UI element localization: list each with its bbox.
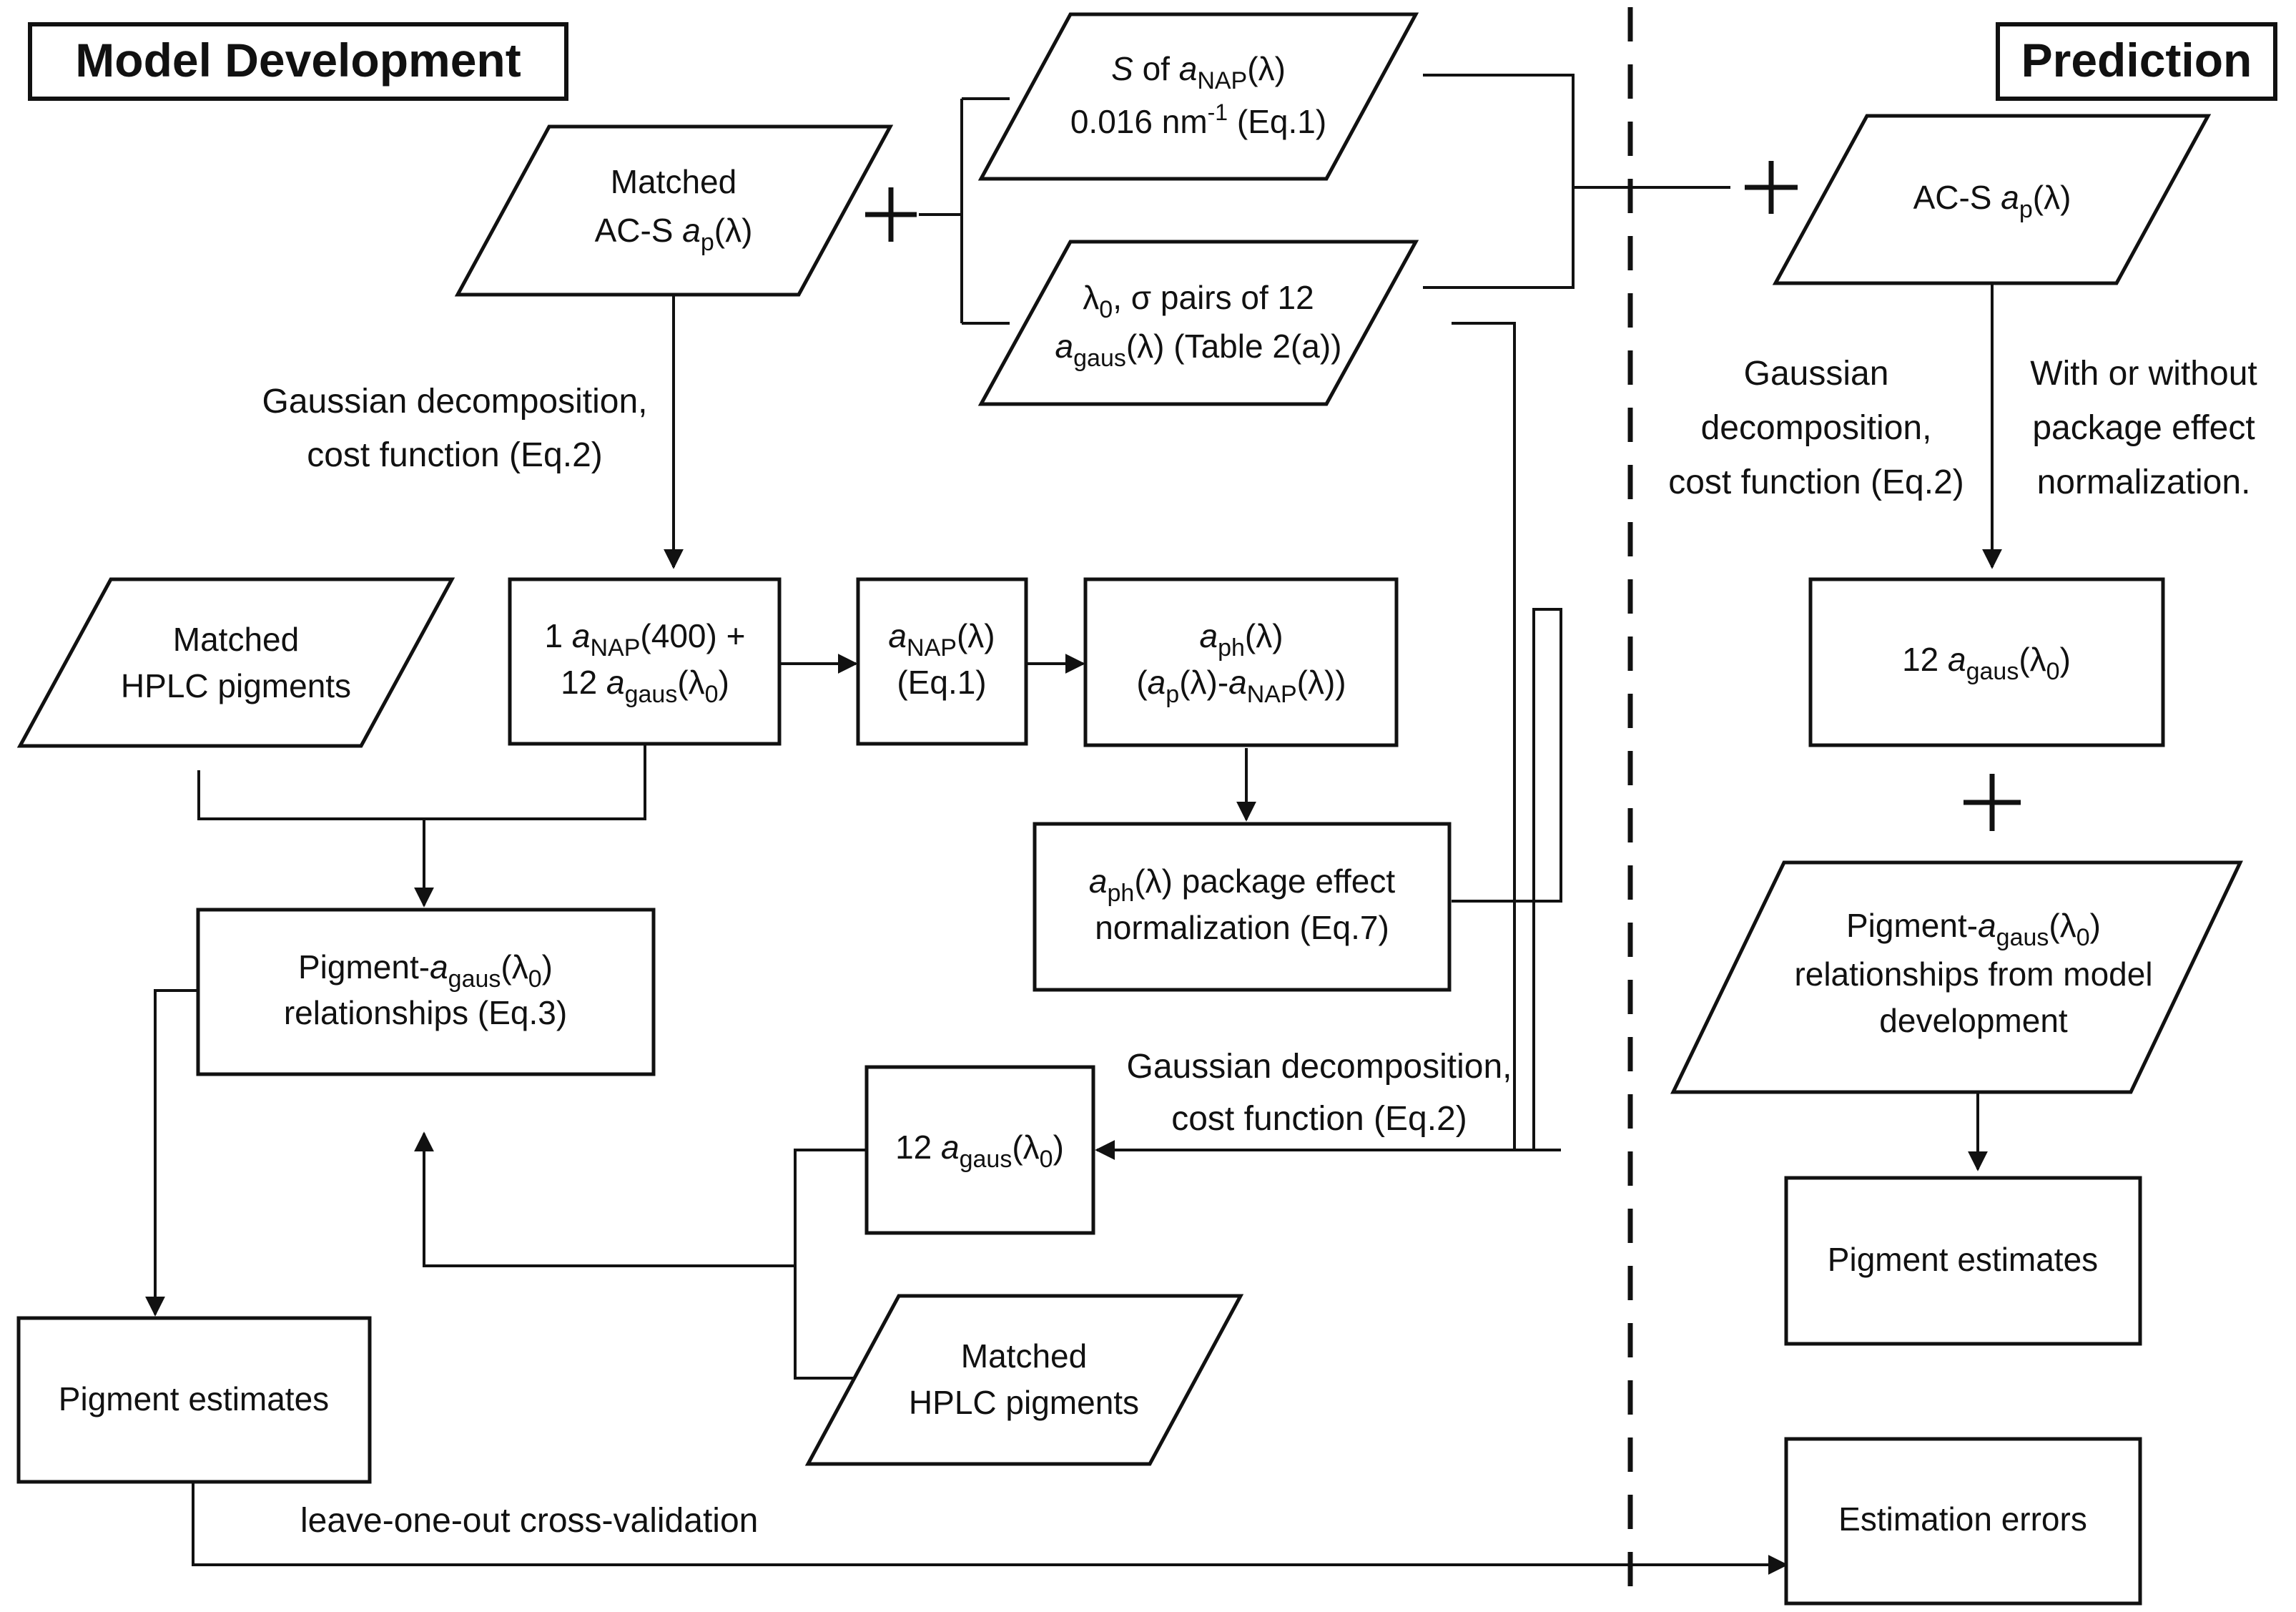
node-pigment-relationships-line1: Pigment-agaus(λ0) <box>298 948 553 993</box>
node-lambda-sigma-line2: agaus(λ) (Table 2(a)) <box>1055 328 1342 372</box>
node-aph-normalization-line2: normalization (Eq.7) <box>1095 909 1389 946</box>
node-matched-hplc-2-line1: Matched <box>961 1337 1087 1375</box>
edge-pigment-rel-to-estimates <box>145 989 198 1317</box>
edge-label-gauss-decomp-2: Gaussian decomposition, cost function (E… <box>1127 1048 1512 1138</box>
edge-label-package-effect-line2: package effect <box>2032 409 2255 447</box>
edge-label-loocv: leave-one-out cross-validation <box>300 1502 758 1540</box>
node-anap-eq1: aNAP(λ) (Eq.1) <box>856 577 1028 746</box>
prediction-title: Prediction <box>1996 22 2277 101</box>
edge-label-package-effect: With or without package effect normaliza… <box>2030 355 2257 501</box>
node-gaus12-prediction-label: 12 agaus(λ0) <box>1902 641 2071 685</box>
edge-label-package-effect-line3: normalization. <box>2037 463 2251 501</box>
edge-label-gauss-decomp-2-line2: cost function (Eq.2) <box>1171 1100 1467 1138</box>
edge-label-gauss-decomp-prediction: Gaussian decomposition, cost function (E… <box>1668 355 1964 501</box>
node-nap400-gaus: 1 aNAP(400) + 12 agaus(λ0) <box>508 577 782 746</box>
bracket-right <box>1423 74 1730 289</box>
node-aph-normalization: aph(λ) package effect normalization (Eq.… <box>1033 822 1452 992</box>
bracket-left <box>919 97 1010 325</box>
edge-back-to-pigment-rel <box>414 1131 795 1267</box>
edge-label-package-effect-line1: With or without <box>2030 355 2257 393</box>
node-estimation-errors: Estimation errors <box>1784 1437 2142 1606</box>
node-acs-prediction: AC-S ap(λ) <box>1772 114 2212 285</box>
node-pigment-estimates-1: Pigment estimates <box>16 1316 372 1484</box>
node-pigment-estimates-2-label: Pigment estimates <box>1828 1241 2098 1278</box>
node-nap400-gaus-line2: 12 agaus(λ0) <box>561 664 729 708</box>
node-matched-hplc-1: Matched HPLC pigments <box>16 577 455 748</box>
edge-label-gauss-decomp-1-line1: Gaussian decomposition, <box>262 383 648 421</box>
node-pigment-relationships-line2: relationships (Eq.3) <box>284 994 567 1031</box>
node-gaus12-prediction: 12 agaus(λ0) <box>1808 577 2165 747</box>
node-pigment-relationships: Pigment-agaus(λ0) relationships (Eq.3) <box>196 908 656 1076</box>
node-nap400-gaus-line1: 1 aNAP(400) + <box>545 617 746 662</box>
node-aph: aph(λ) (ap(λ)-aNAP(λ)) <box>1083 577 1399 747</box>
edge-loocv <box>192 1482 1788 1575</box>
node-matched-acs-line1: Matched <box>611 163 736 200</box>
node-lambda-sigma-line1: λ0, σ pairs of 12 <box>1083 279 1314 323</box>
edge-label-gauss-decomp-2-line1: Gaussian decomposition, <box>1127 1048 1512 1086</box>
edge-label-gauss-decomp-prediction-line2: decomposition, <box>1701 409 1932 447</box>
node-pigment-estimates-1-label: Pigment estimates <box>59 1380 329 1417</box>
node-pigment-estimates-2: Pigment estimates <box>1784 1176 2142 1346</box>
node-matched-hplc-1-line1: Matched <box>173 621 299 658</box>
connectors <box>145 74 2021 1575</box>
node-aph-normalization-line1: aph(λ) package effect <box>1089 862 1395 907</box>
node-pigment-relationships-prediction-line2: relationships from model <box>1794 955 2152 993</box>
node-lambda-sigma: λ0, σ pairs of 12 agaus(λ) (Table 2(a)) <box>977 240 1419 406</box>
prediction-title-text: Prediction <box>2021 34 2252 87</box>
node-s-anap-line1: S of aNAP(λ) <box>1111 50 1286 94</box>
model-development-title: Model Development <box>28 22 568 101</box>
edge-label-gauss-decomp-1-line2: cost function (Eq.2) <box>307 436 603 474</box>
edge-label-gauss-decomp-1: Gaussian decomposition, cost function (E… <box>262 383 648 474</box>
node-matched-hplc-2: Matched HPLC pigments <box>804 1294 1244 1466</box>
node-pigment-relationships-prediction: Pigment-agaus(λ0) relationships from mod… <box>1670 860 2243 1094</box>
node-anap-eq1-line2: (Eq.1) <box>897 664 986 701</box>
node-aph-line1: aph(λ) <box>1199 617 1283 662</box>
node-anap-eq1-line1: aNAP(λ) <box>888 617 995 662</box>
edge-label-gauss-decomp-prediction-line1: Gaussian <box>1744 355 1889 393</box>
edge-label-gauss-decomp-prediction-line3: cost function (Eq.2) <box>1668 463 1964 501</box>
edge-join-hplc-nap400 <box>197 744 646 820</box>
node-aph-line2: (ap(λ)-aNAP(λ)) <box>1136 664 1346 708</box>
node-matched-hplc-1-line2: HPLC pigments <box>121 667 351 704</box>
edge-lambda-sigma-down <box>1452 322 1516 1151</box>
node-gaus12-model-label: 12 agaus(λ0) <box>895 1129 1064 1173</box>
node-matched-acs: Matched AC-S ap(λ) <box>454 124 894 297</box>
node-gaus12-model: 12 agaus(λ0) <box>864 1065 1095 1235</box>
node-acs-prediction-label: AC-S ap(λ) <box>1913 179 2071 223</box>
node-s-anap: S of aNAP(λ) 0.016 nm-1 (Eq.1) <box>977 12 1419 181</box>
node-matched-acs-line2: AC-S ap(λ) <box>595 212 753 256</box>
node-matched-hplc-2-line2: HPLC pigments <box>909 1384 1139 1421</box>
model-development-title-text: Model Development <box>75 34 521 87</box>
node-pigment-relationships-prediction-line1: Pigment-agaus(λ0) <box>1846 907 2101 951</box>
node-pigment-relationships-prediction-line3: development <box>1879 1002 2068 1039</box>
node-s-anap-line2: 0.016 nm-1 (Eq.1) <box>1070 99 1326 140</box>
node-estimation-errors-label: Estimation errors <box>1838 1500 2087 1538</box>
edge-gaus12-hplc2-join <box>794 1149 867 1380</box>
